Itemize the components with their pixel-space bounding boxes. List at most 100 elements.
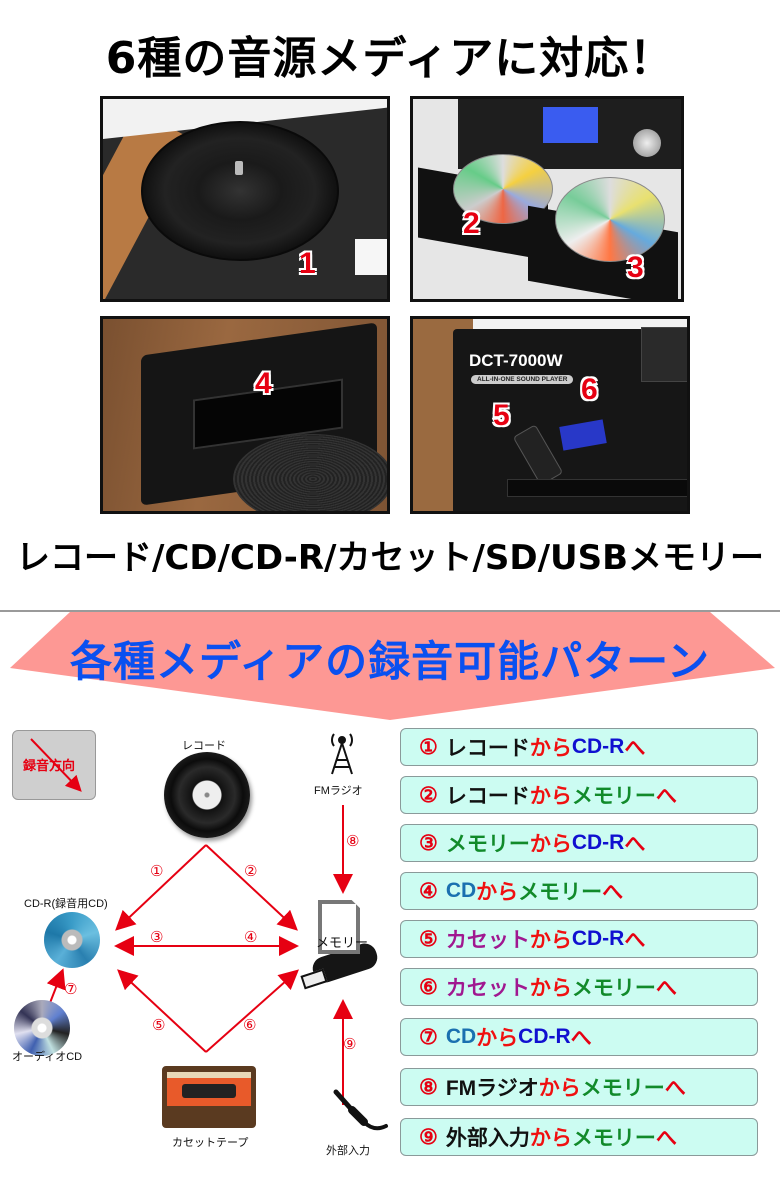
pattern-from: から: [529, 737, 572, 760]
photo-number-4: 4: [255, 367, 272, 400]
banner-arrow-shape: [10, 612, 775, 720]
photo-number-6: 6: [581, 373, 598, 406]
lcd-display: [641, 327, 687, 382]
pattern-number: ⑦: [419, 1025, 438, 1049]
pattern-number: ①: [419, 735, 438, 759]
arrow-label-7: ⑦: [64, 980, 78, 998]
pattern-from: から: [476, 881, 519, 904]
model-name: DCT-7000W: [469, 351, 563, 370]
platter: [141, 121, 339, 261]
pattern-source: FMラジオ: [445, 1077, 539, 1100]
spindle: [235, 161, 243, 175]
arrow-label-1: ①: [150, 862, 164, 880]
node-label-memory: メモリー: [316, 935, 369, 950]
pattern-to: へ: [655, 1127, 677, 1150]
audio-cd-icon: [14, 1000, 70, 1056]
vinyl-record-icon: [164, 752, 250, 838]
arrow-label-9: ⑨: [343, 1035, 357, 1053]
node-label-external: 外部入力: [326, 1145, 370, 1157]
cassette-window: [182, 1084, 236, 1098]
speaker-grille: [233, 434, 387, 511]
knob: [633, 129, 661, 157]
pattern-from: から: [538, 1077, 581, 1100]
cassette-tape-icon: [162, 1066, 256, 1128]
pattern-source: メモリー: [445, 833, 530, 856]
pattern-target: CD-R: [571, 927, 625, 950]
pattern-target: CD-R: [518, 1025, 571, 1048]
pattern-to: へ: [664, 1077, 686, 1100]
pattern-source: レコード: [445, 737, 530, 760]
recording-patterns-title: 各種メディアの録音可能パターン: [70, 637, 710, 686]
pattern-from: から: [529, 977, 572, 1000]
supported-media-list: レコード/CD/CD-R/カセット/SD/USBメモリー: [15, 538, 765, 578]
photo-turntable: 1: [100, 96, 390, 302]
photo-number-1: 1: [299, 247, 316, 280]
pattern-to: へ: [624, 929, 646, 952]
pattern-target: メモリー: [580, 1077, 665, 1100]
arrow-label-3: ③: [150, 928, 164, 946]
photo-number-5: 5: [493, 399, 510, 432]
label-sticker: [355, 239, 387, 275]
pattern-source: カセット: [445, 929, 530, 952]
pattern-source: CD: [445, 879, 477, 902]
node-label-cassette: カセットテープ: [172, 1137, 249, 1149]
legend-label: 録音方向: [23, 759, 76, 774]
pattern-source: 外部入力: [445, 1127, 530, 1150]
audio-jack-icon: [333, 1089, 388, 1131]
legend-arrow-icon: [30, 738, 82, 792]
photo-front-panel: DCT-7000W ALL-IN-ONE SOUND PLAYER 5 6: [410, 316, 690, 514]
pattern-number: ⑧: [419, 1075, 438, 1099]
photo-cassette-deck: 4: [100, 316, 390, 514]
pattern-source: レコード: [445, 785, 530, 808]
pattern-item-9: ⑨ 外部入力からメモリーへ: [400, 1118, 758, 1156]
pattern-to: へ: [624, 737, 646, 760]
node-label-record: レコード: [182, 740, 226, 752]
pattern-target: CD-R: [571, 735, 625, 758]
pattern-source: CD: [445, 1025, 477, 1048]
disc-slot: [507, 479, 687, 497]
pattern-from: から: [529, 833, 572, 856]
cd-disc-right: [555, 177, 665, 262]
pattern-source: カセット: [445, 977, 530, 1000]
page-title: 6種の音源メディアに対応！: [105, 33, 675, 84]
pattern-target: CD-R: [571, 831, 625, 854]
pattern-to: へ: [655, 785, 677, 808]
section-divider: [0, 610, 780, 612]
pattern-number: ④: [419, 879, 438, 903]
photo-number-2: 2: [463, 207, 480, 240]
arrow-label-4: ④: [244, 928, 258, 946]
photo-number-3: 3: [627, 251, 644, 284]
pattern-to: へ: [655, 977, 677, 1000]
pattern-to: へ: [570, 1027, 592, 1050]
pattern-target: メモリー: [571, 785, 656, 808]
pattern-from: から: [529, 929, 572, 952]
model-tagline: ALL-IN-ONE SOUND PLAYER: [471, 375, 574, 384]
pattern-target: メモリー: [571, 977, 656, 1000]
pattern-item-6: ⑥ カセットからメモリーへ: [400, 968, 758, 1006]
lcd-display: [543, 107, 598, 143]
pattern-target: メモリー: [571, 1127, 656, 1150]
photo-cd-trays: 2 3: [410, 96, 684, 302]
pattern-number: ⑨: [419, 1125, 438, 1149]
node-label-cdr: CD-R(録音用CD): [24, 898, 108, 910]
sd-card-icon: [318, 900, 360, 954]
pattern-from: から: [529, 785, 572, 808]
pattern-from: から: [529, 1127, 572, 1150]
arrow-label-5: ⑤: [152, 1016, 166, 1034]
pattern-number: ②: [419, 783, 438, 807]
pattern-from: から: [476, 1027, 519, 1050]
pattern-number: ⑥: [419, 975, 438, 999]
recording-flow-arrows: [46, 805, 353, 1105]
radio-tower-icon: [331, 733, 353, 775]
pattern-to: へ: [602, 881, 624, 904]
pattern-number: ③: [419, 831, 438, 855]
pattern-target: メモリー: [518, 881, 603, 904]
pattern-item-2: ② レコードからメモリーへ: [400, 776, 758, 814]
legend-box: 録音方向: [12, 730, 96, 800]
pattern-number: ⑤: [419, 927, 438, 951]
arrow-label-8: ⑧: [346, 832, 360, 850]
